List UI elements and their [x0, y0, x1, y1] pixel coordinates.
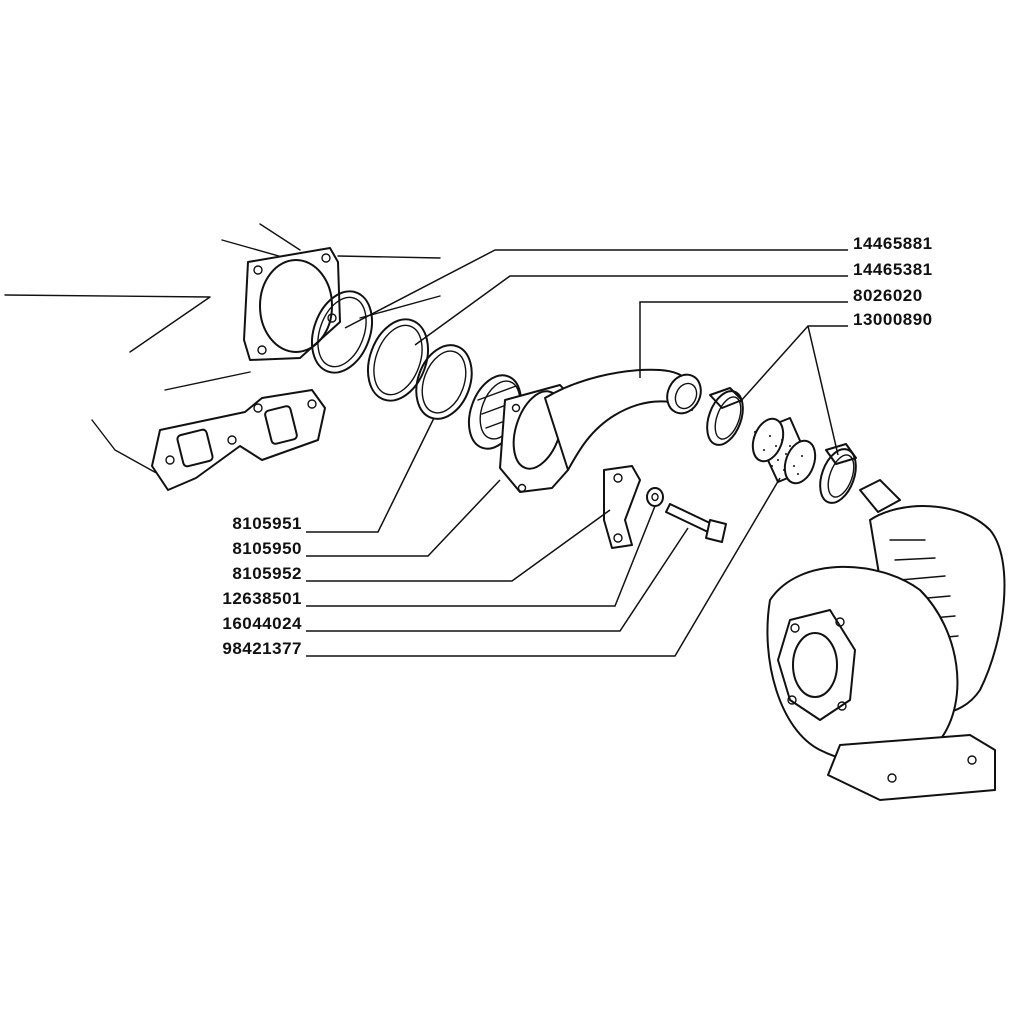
- sealing-ring-3: [415, 344, 473, 420]
- washer: [646, 487, 664, 507]
- part-number-8105950: 8105950: [232, 539, 302, 558]
- part-number-8105951: 8105951: [232, 514, 302, 533]
- elbow-pipe: [499, 368, 702, 493]
- part-number-13000890: 13000890: [853, 310, 933, 329]
- sealing-ring-2: [367, 318, 429, 402]
- bolt: [665, 503, 727, 543]
- part-number-12638501: 12638501: [222, 589, 302, 608]
- part-number-16044024: 16044024: [222, 614, 302, 633]
- part-number-8105952: 8105952: [232, 564, 302, 583]
- part-number-14465881: 14465881: [853, 234, 933, 253]
- sealing-ring-1: [311, 290, 373, 374]
- part-number-98421377: 98421377: [222, 639, 302, 658]
- part-number-14465381: 14465381: [853, 260, 933, 279]
- hose-clamp-2: [819, 443, 857, 504]
- manifold-gasket: [151, 389, 326, 491]
- hose-clamp-1: [706, 387, 744, 446]
- leader-lines-right: [344, 249, 848, 456]
- support-bracket: [603, 465, 641, 549]
- part-number-8026020: 8026020: [853, 286, 923, 305]
- leader-lines-left: [306, 417, 781, 657]
- engine-block-outline: [4, 223, 441, 476]
- turbocharger: [766, 479, 1006, 801]
- flexible-hose: [751, 417, 817, 485]
